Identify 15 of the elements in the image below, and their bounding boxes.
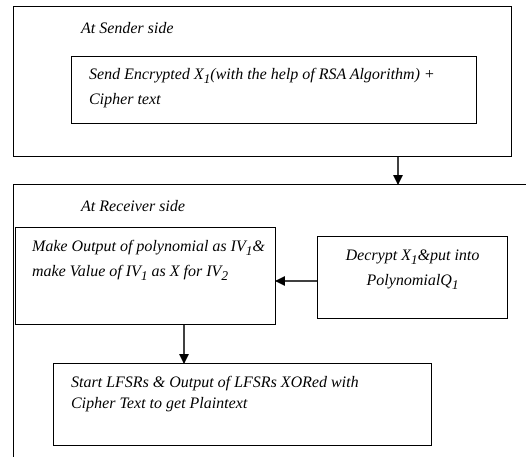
process-box bbox=[53, 363, 432, 446]
process-box bbox=[71, 56, 477, 124]
step-text: Send Encrypted X$_{1}$(with the help of RSA Algorithm) + Cipher text bbox=[89, 65, 436, 110]
process-box bbox=[15, 227, 276, 325]
step-text: Start LFSRs & Output of LFSRs XORed with Cipher Text to get Plaintext bbox=[71, 373, 360, 414]
arrow bbox=[179, 325, 189, 364]
section-heading: At Receiver side bbox=[81, 197, 185, 217]
process-box bbox=[13, 6, 512, 157]
section-heading: At Sender side bbox=[81, 19, 174, 39]
arrow bbox=[393, 157, 403, 185]
step-text: Make Output of polynomial as IV$_{1}$& make Value of IV$_{1}$ as X for IV$_{2}$ bbox=[32, 237, 266, 286]
process-box bbox=[13, 184, 526, 457]
arrow bbox=[275, 276, 317, 286]
step-text: Decrypt X$_{1}$&put into PolynomialQ$_{1}$ bbox=[344, 246, 480, 294]
process-box bbox=[317, 236, 508, 319]
